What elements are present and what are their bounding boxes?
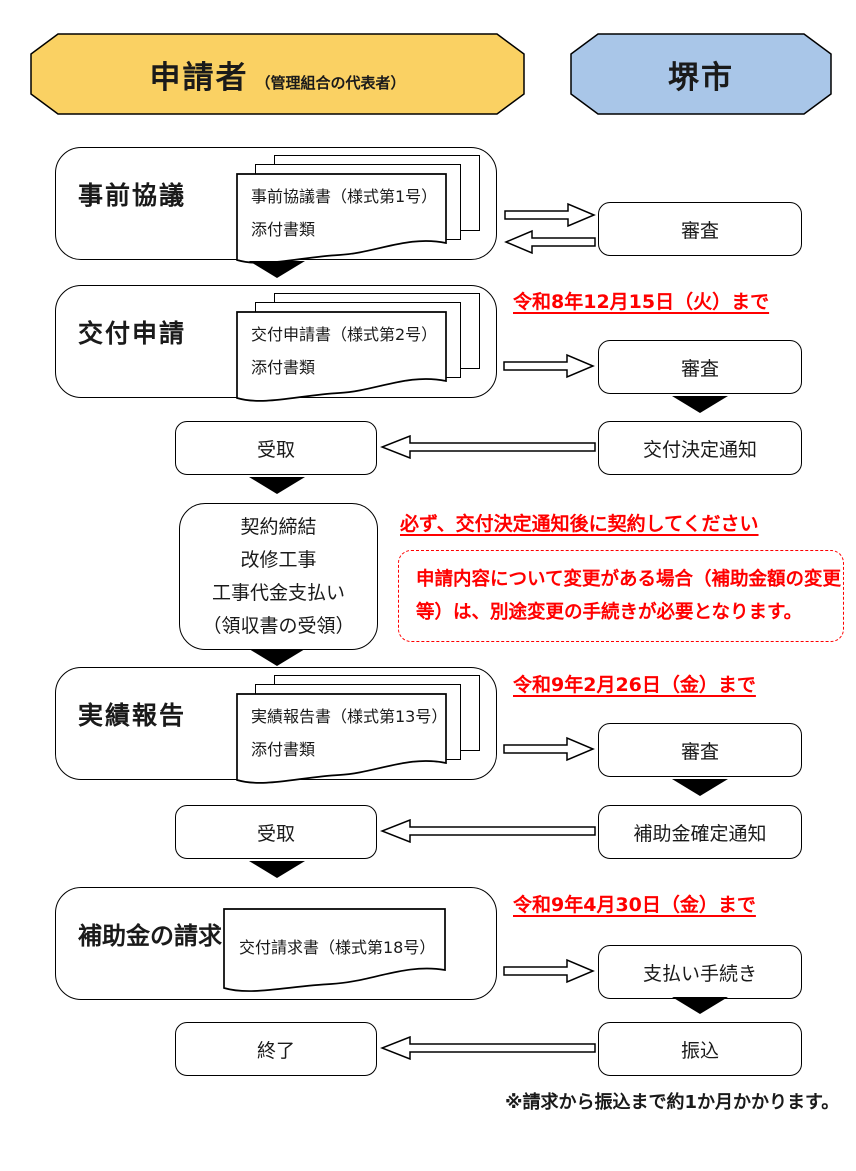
arrow-right-icon xyxy=(503,353,595,379)
arrow-left-long-icon xyxy=(380,819,596,843)
arrow-down-icon xyxy=(249,649,305,666)
applicant-title: 申請者 xyxy=(149,59,249,96)
applicant-subtitle: （管理組合の代表者） xyxy=(255,73,406,92)
document-attachments: 添付書類 xyxy=(251,220,316,239)
review-box-3: 審査 xyxy=(598,723,802,777)
document-sheet-front xyxy=(236,311,447,402)
document-title: 交付請求書（様式第18号） xyxy=(239,938,436,957)
document-sheet-front xyxy=(236,693,447,784)
arrow-down-icon xyxy=(249,861,305,878)
arrow-right-icon xyxy=(504,202,596,228)
review-box-2: 審査 xyxy=(598,340,802,394)
deadline-apply: 令和8年12月15日（火）まで xyxy=(513,291,770,313)
transfer-duration-note: ※請求から振込まで約1か月かかります。 xyxy=(505,1092,840,1113)
step-label-prior: 事前協議 xyxy=(78,181,187,210)
arrow-down-icon xyxy=(249,261,305,278)
document-title: 実績報告書（様式第13号） xyxy=(251,707,448,726)
city-title: 堺市 xyxy=(668,59,734,96)
document-sheet-front xyxy=(223,908,446,992)
document-single-claim: 交付請求書（様式第18号） xyxy=(223,908,481,1008)
arrow-down-icon xyxy=(249,477,305,494)
section-prior-consultation: 事前協議 事前協議書（様式第1号） 添付書類 xyxy=(55,147,497,264)
receive-box-2: 受取 xyxy=(175,805,377,859)
document-stack-prior: 事前協議書（様式第1号） 添付書類 xyxy=(236,155,494,264)
document-stack-report: 実績報告書（様式第13号） 添付書類 xyxy=(236,675,494,784)
arrow-left-icon xyxy=(504,229,596,255)
contract-line: 改修工事 xyxy=(240,548,317,571)
arrow-down-icon xyxy=(672,779,728,796)
section-subsidy-claim: 補助金の請求 交付請求書（様式第18号） xyxy=(55,887,497,1000)
review-box-1: 審査 xyxy=(598,202,802,256)
contract-warning-text: 必ず、交付決定通知後に契約してください xyxy=(400,513,759,535)
applicant-octagon-shape xyxy=(30,33,525,115)
step-label-report: 実績報告 xyxy=(78,701,187,730)
document-attachments: 添付書類 xyxy=(251,740,316,759)
end-box: 終了 xyxy=(175,1022,377,1076)
document-stack-apply: 交付申請書（様式第2号） 添付書類 xyxy=(236,293,494,402)
applicant-header: 申請者 （管理組合の代表者） xyxy=(30,33,525,115)
step-label-apply: 交付申請 xyxy=(78,319,187,348)
payment-procedure-box: 支払い手続き xyxy=(598,945,802,999)
contract-construction-box: 契約締結 改修工事 工事代金支払い （領収書の受領） xyxy=(179,503,378,650)
document-title: 事前協議書（様式第1号） xyxy=(251,187,438,206)
contract-line: 工事代金支払い xyxy=(211,581,345,604)
deadline-claim: 令和9年4月30日（金）まで xyxy=(513,894,756,916)
city-octagon-shape xyxy=(570,33,832,115)
arrow-right-icon xyxy=(503,958,595,984)
document-attachments: 添付書類 xyxy=(251,358,316,377)
document-title: 交付申請書（様式第2号） xyxy=(251,325,438,344)
deadline-report: 令和9年2月26日（金）まで xyxy=(513,674,756,696)
step-label-claim: 補助金の請求 xyxy=(78,922,222,950)
arrow-left-long-icon xyxy=(380,1036,596,1060)
change-note-line: 申請内容について変更がある場合（補助金額の変更 xyxy=(416,569,841,590)
contract-line: （領収書の受領） xyxy=(202,614,355,637)
arrow-right-icon xyxy=(503,736,595,762)
section-result-report: 実績報告 実績報告書（様式第13号） 添付書類 xyxy=(55,667,497,784)
change-note-line: 等）は、別途変更の手続きが必要となります。 xyxy=(416,602,803,623)
contract-line: 契約締結 xyxy=(240,515,317,538)
grant-confirmation-box: 補助金確定通知 xyxy=(598,805,802,859)
change-procedure-note: 申請内容について変更がある場合（補助金額の変更 等）は、別途変更の手続きが必要と… xyxy=(398,550,844,642)
transfer-box: 振込 xyxy=(598,1022,802,1076)
arrow-down-icon xyxy=(672,997,728,1014)
city-header: 堺市 xyxy=(570,33,832,115)
arrow-left-long-icon xyxy=(380,435,596,459)
receive-box-1: 受取 xyxy=(175,421,377,475)
section-grant-application: 交付申請 交付申請書（様式第2号） 添付書類 xyxy=(55,285,497,402)
grant-decision-box: 交付決定通知 xyxy=(598,421,802,475)
arrow-down-icon xyxy=(672,396,728,413)
